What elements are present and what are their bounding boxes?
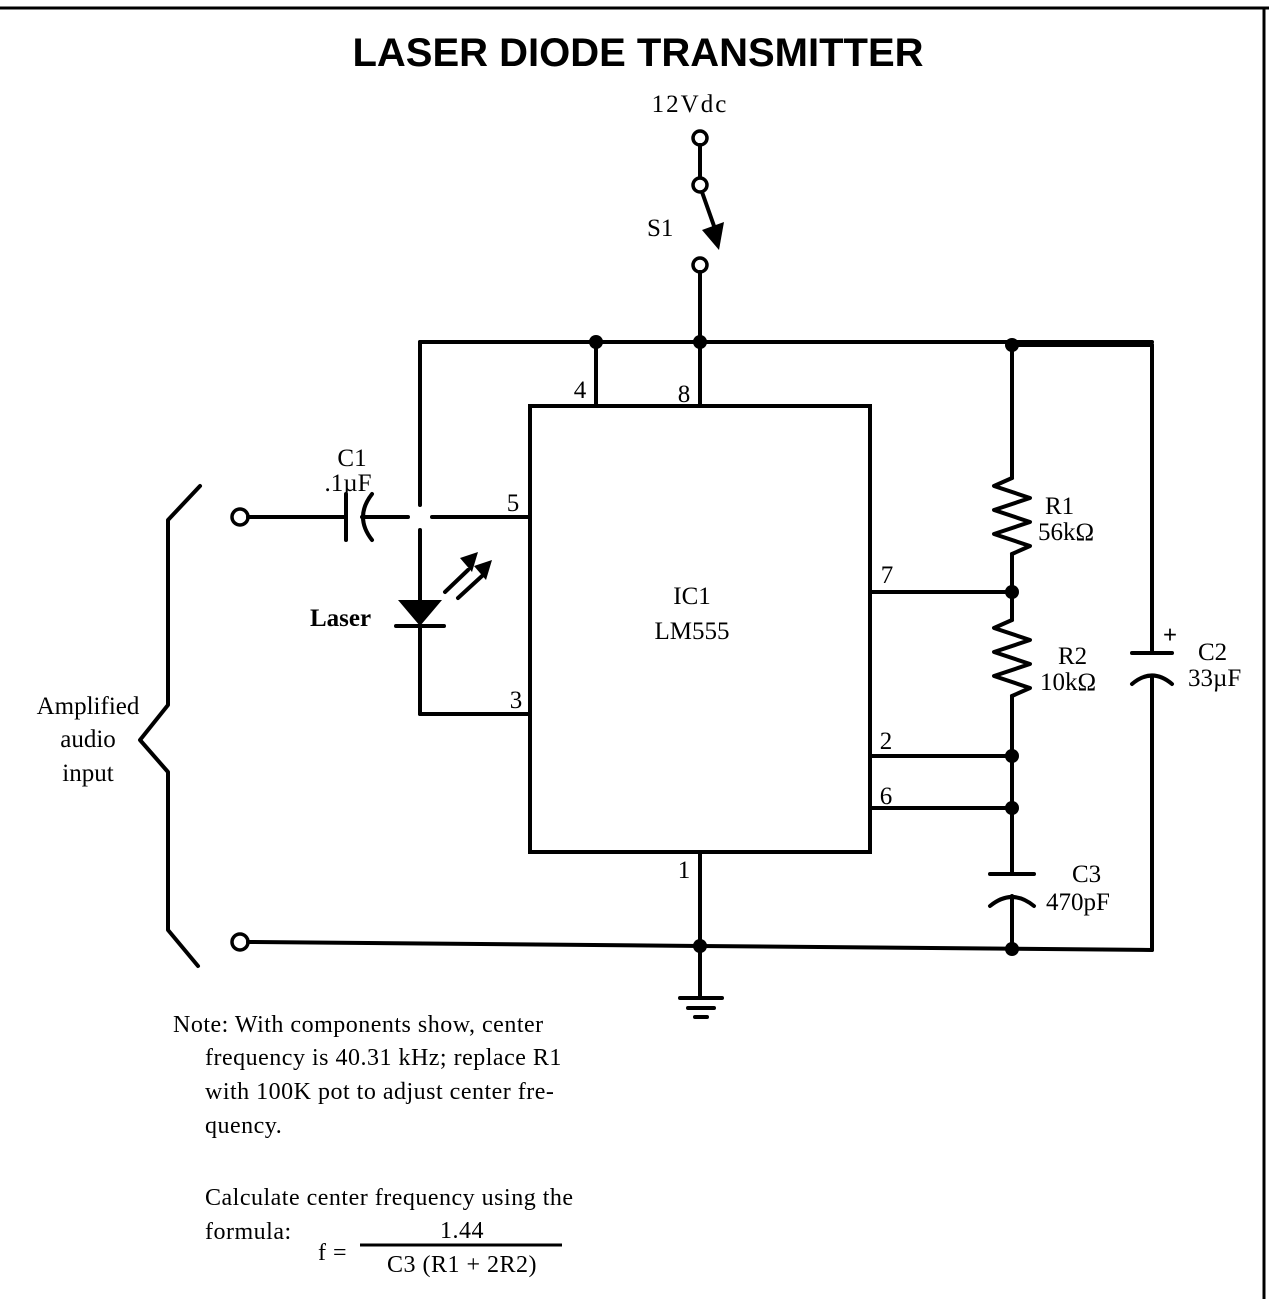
ic-part-label: LM555 <box>655 618 730 645</box>
note-line-1: Note: With components show, center <box>173 1012 544 1038</box>
junction-pin7 <box>1005 585 1019 599</box>
c3-value-label: 470pF <box>1046 889 1110 916</box>
input-label-line-2: audio <box>60 726 116 753</box>
ground-rail <box>698 944 1154 952</box>
input-brace <box>138 484 202 968</box>
r2-ref-label: R2 <box>1058 643 1087 670</box>
pin-6-label: 6 <box>880 783 893 810</box>
switch-top-contact <box>691 176 709 194</box>
note-line-2: frequency is 40.31 kHz; replace R1 <box>205 1045 562 1071</box>
switch-bottom-contact <box>691 256 709 274</box>
c2-ref-label: C2 <box>1198 639 1227 666</box>
input-label-line-1: Amplified <box>37 693 140 720</box>
ic-ref-label: IC1 <box>673 583 711 610</box>
r1-resistor <box>992 476 1032 556</box>
supply-terminal <box>691 129 709 147</box>
audio-input-terminal-bottom <box>230 932 250 952</box>
formula-intro-line-2: formula: <box>205 1219 292 1245</box>
formula-denominator: C3 (R1 + 2R2) <box>387 1252 537 1278</box>
input-label-line-3: input <box>62 760 113 787</box>
c2-polarity-label: + <box>1163 622 1177 649</box>
c1-value-label: .1µF <box>324 470 371 497</box>
supply-label: 12Vdc <box>652 91 729 118</box>
diagram-title: LASER DIODE TRANSMITTER <box>352 31 923 75</box>
r2-value-label: 10kΩ <box>1040 669 1096 696</box>
r1-value-label: 56kΩ <box>1038 519 1094 546</box>
audio-input-terminal-top <box>230 507 250 527</box>
formula-lhs: f = <box>318 1240 347 1266</box>
junction-pin2 <box>1005 749 1019 763</box>
switch-label: S1 <box>647 215 673 242</box>
pin-7-label: 7 <box>881 562 894 589</box>
junction-ground-pin1 <box>693 939 707 953</box>
pin-8-label: 8 <box>678 381 691 408</box>
r2-resistor <box>992 618 1032 698</box>
pin-4-label: 4 <box>574 377 587 404</box>
r1-ref-label: R1 <box>1045 493 1074 520</box>
pin-5-label: 5 <box>507 490 520 517</box>
pin-2-label: 2 <box>880 728 893 755</box>
note-line-4: quency. <box>205 1113 282 1139</box>
c1-ref-label: C1 <box>337 445 366 472</box>
c3-ref-label: C3 <box>1072 861 1101 888</box>
pin-1-label: 1 <box>678 857 691 884</box>
junction-pin6 <box>1005 801 1019 815</box>
formula-intro-line-1: Calculate center frequency using the <box>205 1185 574 1211</box>
laser-emission-arrow-1 <box>443 568 470 594</box>
switch-blade <box>700 190 716 228</box>
note-line-3: with 100K pot to adjust center fre- <box>205 1079 554 1105</box>
switch-arrowhead <box>702 222 724 250</box>
laser-diode <box>398 600 442 626</box>
laser-emission-arrow-2 <box>456 574 484 600</box>
laser-label: Laser <box>310 605 371 632</box>
c2-value-label: 33µF <box>1188 665 1241 692</box>
pin-3-label: 3 <box>510 687 523 714</box>
formula-numerator: 1.44 <box>440 1218 484 1244</box>
